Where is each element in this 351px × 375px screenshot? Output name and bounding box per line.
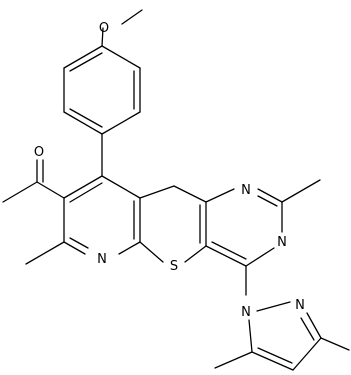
atom-s-thiophene: S xyxy=(170,259,178,274)
bond-ring xyxy=(63,111,103,135)
pyridine-ring xyxy=(25,175,141,265)
bond-ring-double xyxy=(69,108,103,128)
bond-ring xyxy=(101,45,141,69)
bond-methyl-o xyxy=(121,9,143,25)
bond-ring xyxy=(173,185,207,203)
bond-ring xyxy=(63,45,103,69)
bond-ring xyxy=(101,111,141,135)
bond-ring xyxy=(245,247,275,267)
bond-ring xyxy=(251,351,294,371)
atom-o-methoxy: O xyxy=(99,21,109,36)
bond-ring xyxy=(63,175,103,199)
bond-o-ring xyxy=(101,27,104,47)
bond-ring xyxy=(63,241,86,255)
bond-methyl xyxy=(281,179,321,203)
bond-methyl xyxy=(214,351,253,369)
pyrazole-ring xyxy=(214,301,350,371)
atom-labels: O O N S N N N N xyxy=(34,21,305,320)
atom-n-pyrazole-1: N xyxy=(241,305,251,320)
bond-ring-double xyxy=(69,52,103,72)
pyrimidine-ring xyxy=(205,179,321,296)
bond-ring xyxy=(292,337,322,371)
bond-ring xyxy=(306,312,322,339)
thiophene-ring xyxy=(139,185,207,263)
bond-ring xyxy=(118,241,141,255)
bond-ring xyxy=(205,245,247,267)
bond-ring xyxy=(184,245,207,263)
bond-ring-double xyxy=(300,317,315,341)
acetyl-group xyxy=(2,159,65,203)
bond-ring-double xyxy=(69,237,89,249)
bond-ring-double xyxy=(257,195,278,207)
atom-n-pyrimidine-upper: N xyxy=(241,183,251,198)
bond-ring xyxy=(139,241,164,263)
methoxyphenyl-group xyxy=(63,9,143,177)
bond-ring-double xyxy=(257,347,293,364)
bond-ring xyxy=(256,301,291,312)
bond-ring xyxy=(205,188,235,203)
bond-acetyl xyxy=(36,181,65,199)
bond-ring xyxy=(139,185,175,199)
bond-ring xyxy=(248,319,253,353)
bond-methyl xyxy=(25,241,65,265)
bond-ring xyxy=(101,175,141,199)
bond-ring-double xyxy=(211,241,247,260)
bond-acetyl-methyl xyxy=(2,181,38,203)
bond-ring-double xyxy=(69,182,103,203)
atom-n-pyrimidine-lower: N xyxy=(277,235,287,250)
atom-n-pyrazole-2: N xyxy=(295,298,305,313)
atom-n-pyridine: N xyxy=(97,252,107,267)
bond-ring xyxy=(257,188,283,203)
atom-o-carbonyl: O xyxy=(34,145,44,160)
bond-methyl xyxy=(320,337,350,351)
